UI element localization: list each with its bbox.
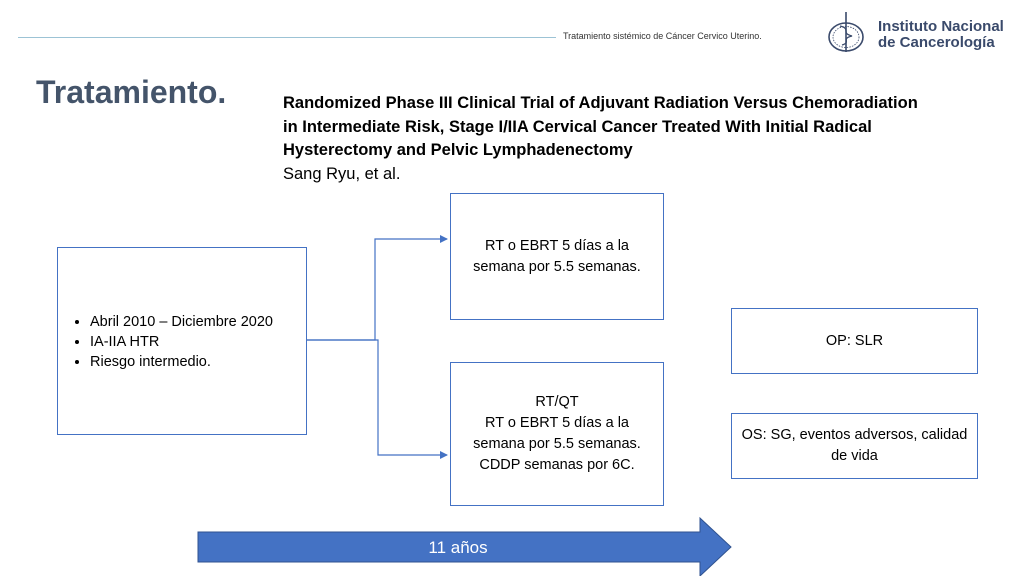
rtqt-arm-line: semana por 5.5 semanas. [473,436,641,452]
connector-to-rt-arm [307,235,448,341]
criteria-item: Abril 2010 – Diciembre 2020 [90,312,273,332]
secondary-outcome-line: OS: SG, eventos adversos, calidad [741,427,968,443]
institution-name-line1: Instituto Nacional [878,18,1004,35]
connector-to-rtqt-arm [307,339,448,459]
study-authors: Sang Ryu, et al. [283,164,401,183]
secondary-outcome-box: OS: SG, eventos adversos, calidad de vid… [731,413,978,479]
rt-arm-box: RT o EBRT 5 días a la semana por 5.5 sem… [450,193,664,320]
criteria-list: Abril 2010 – Diciembre 2020 IA-IIA HTR R… [58,312,273,372]
timeline-arrow [197,516,732,576]
secondary-outcome-line: de vida [831,448,878,464]
slide-title: Tratamiento. [36,74,227,110]
study-title: Randomized Phase III Clinical Trial of A… [283,94,918,159]
header-subtitle: Tratamiento sistémico de Cáncer Cervico … [563,31,762,41]
institution-name: Instituto Nacional de Cancerología [878,19,1004,51]
rtqt-arm-box: RT/QT RT o EBRT 5 días a la semana por 5… [450,362,664,506]
institution-seal-icon [828,12,864,52]
rt-arm-line: semana por 5.5 semanas. [473,258,641,275]
rt-arm-line: RT o EBRT 5 días a la [484,237,629,254]
primary-outcome-box: OP: SLR [731,308,978,374]
rtqt-arm-line: RT/QT [535,394,579,410]
criteria-item: Riesgo intermedio. [90,352,273,372]
rtqt-arm-line: CDDP semanas por 6C. [479,457,635,473]
institution-name-line2: de Cancerología [878,34,995,51]
timeline-label: 11 años [428,538,488,557]
primary-outcome-text: OP: SLR [825,332,884,349]
study-reference: Randomized Phase III Clinical Trial of A… [283,92,923,186]
criteria-item: IA-IIA HTR [90,332,273,352]
header-rule [18,37,556,38]
rtqt-arm-line: RT o EBRT 5 días a la [484,415,629,431]
inclusion-criteria-box: Abril 2010 – Diciembre 2020 IA-IIA HTR R… [57,247,307,435]
